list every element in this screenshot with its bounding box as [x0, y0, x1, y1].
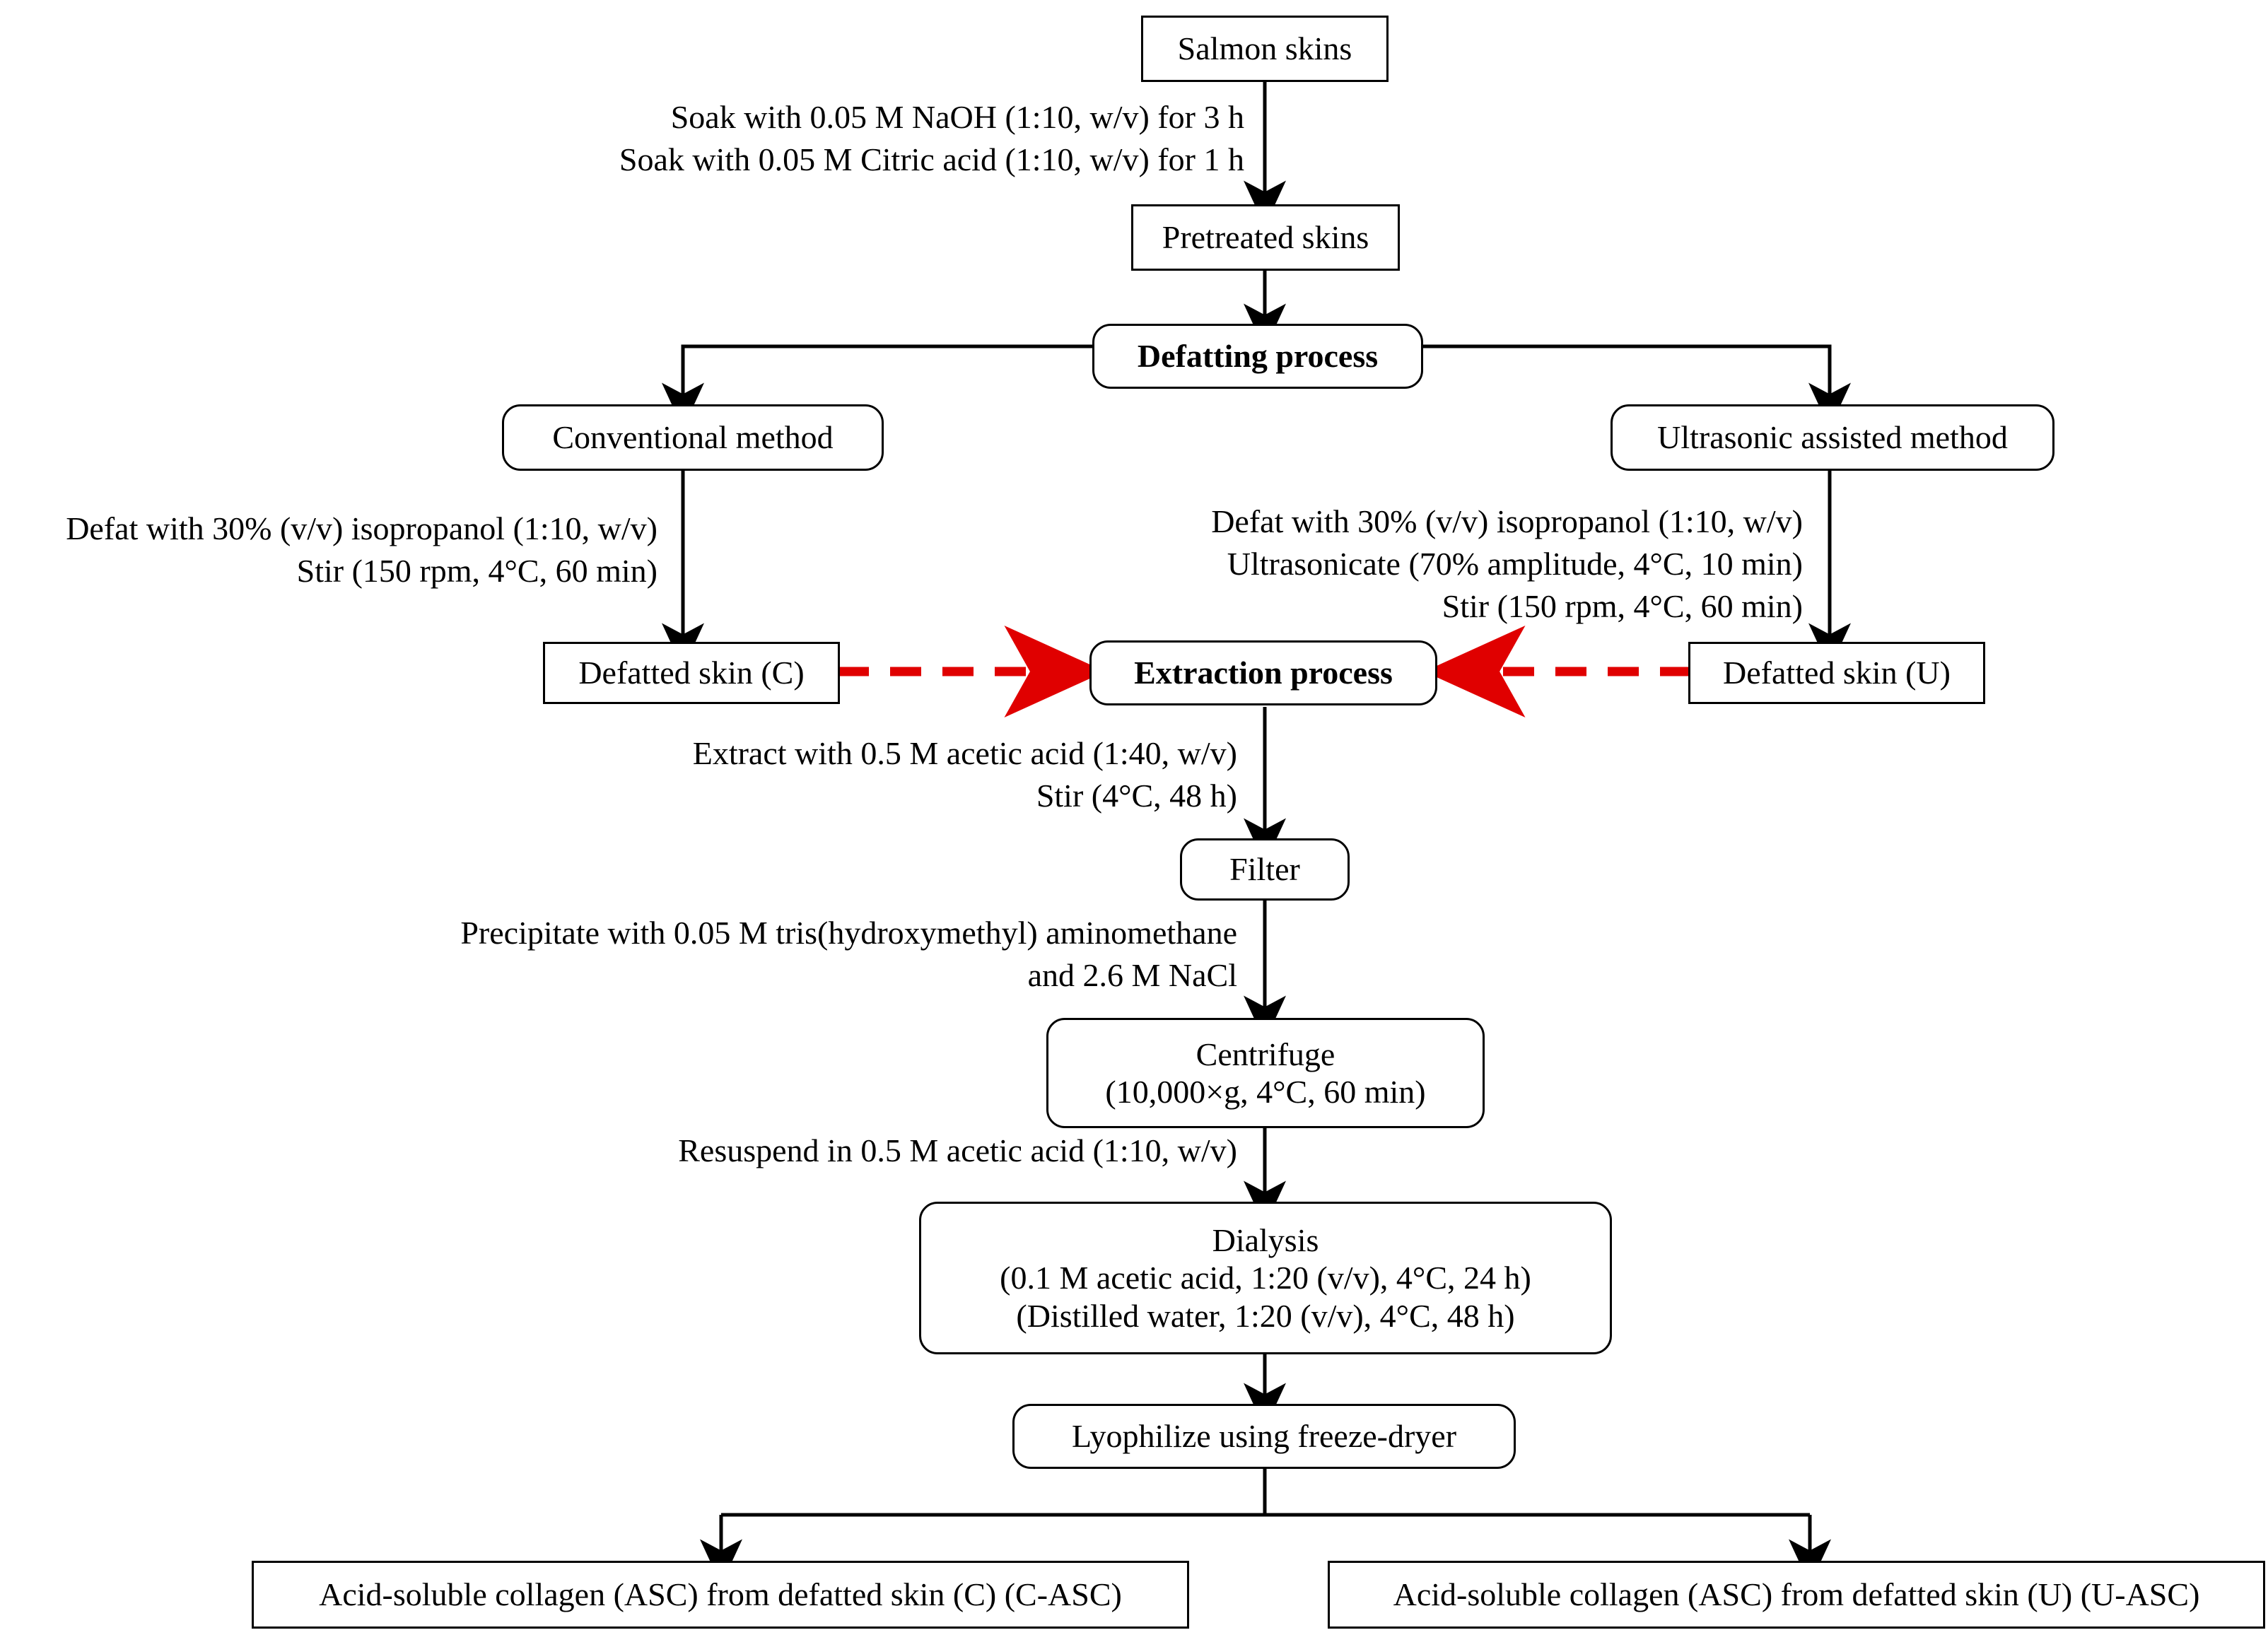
node-conventional-method[interactable]: Conventional method	[502, 404, 884, 471]
node-lyophilize-label: Lyophilize using freeze-dryer	[1071, 1418, 1457, 1455]
note-ultrasonic-defat-line3: Stir (150 rpm, 4°C, 60 min)	[1442, 587, 1803, 624]
node-dialysis[interactable]: Dialysis (0.1 M acetic acid, 1:20 (v/v),…	[919, 1202, 1612, 1354]
node-result-c-asc[interactable]: Acid-soluble collagen (ASC) from defatte…	[252, 1561, 1189, 1629]
note-conventional-defat-line2: Stir (150 rpm, 4°C, 60 min)	[296, 552, 657, 589]
node-extraction-process-label: Extraction process	[1134, 655, 1393, 691]
node-defatted-skin-c-label: Defatted skin (C)	[578, 655, 805, 691]
node-lyophilize[interactable]: Lyophilize using freeze-dryer	[1012, 1404, 1516, 1469]
note-resuspend: Resuspend in 0.5 M acetic acid (1:10, w/…	[396, 1130, 1237, 1172]
note-pretreatment: Soak with 0.05 M NaOH (1:10, w/v) for 3 …	[424, 96, 1244, 181]
node-ultrasonic-method-label: Ultrasonic assisted method	[1657, 419, 2008, 456]
note-extraction-line1: Extract with 0.5 M acetic acid (1:40, w/…	[692, 735, 1237, 771]
note-precipitate-line1: Precipitate with 0.05 M tris(hydroxymeth…	[460, 915, 1237, 951]
node-pretreated-skins-label: Pretreated skins	[1162, 219, 1369, 256]
edge-defatting-left-branch	[681, 344, 1092, 355]
node-conventional-method-label: Conventional method	[552, 419, 834, 456]
node-dialysis-line3: (Distilled water, 1:20 (v/v), 4°C, 48 h)	[1016, 1297, 1515, 1334]
note-conventional-defat-line1: Defat with 30% (v/v) isopropanol (1:10, …	[66, 510, 657, 546]
node-filter-label: Filter	[1229, 851, 1300, 888]
node-centrifuge-line2: (10,000×g, 4°C, 60 min)	[1105, 1074, 1426, 1110]
note-pretreatment-line2: Soak with 0.05 M Citric acid (1:10, w/v)…	[619, 141, 1244, 177]
node-defatting-process-label: Defatting process	[1137, 338, 1379, 375]
node-salmon-skins-label: Salmon skins	[1177, 30, 1352, 67]
node-ultrasonic-method[interactable]: Ultrasonic assisted method	[1611, 404, 2054, 471]
note-precipitate: Precipitate with 0.05 M tris(hydroxymeth…	[304, 912, 1237, 997]
node-filter[interactable]: Filter	[1180, 838, 1350, 901]
note-conventional-defat: Defat with 30% (v/v) isopropanol (1:10, …	[0, 508, 657, 592]
node-dialysis-line1: Dialysis	[1212, 1221, 1319, 1258]
note-ultrasonic-defat: Defat with 30% (v/v) isopropanol (1:10, …	[1046, 500, 1803, 627]
node-result-c-asc-label: Acid-soluble collagen (ASC) from defatte…	[319, 1576, 1122, 1613]
note-pretreatment-line1: Soak with 0.05 M NaOH (1:10, w/v) for 3 …	[670, 99, 1244, 135]
node-defatted-skin-u-label: Defatted skin (U)	[1723, 655, 1951, 691]
node-result-u-asc-label: Acid-soluble collagen (ASC) from defatte…	[1393, 1576, 2200, 1613]
node-centrifuge-line1: Centrifuge	[1196, 1036, 1335, 1072]
node-pretreated-skins[interactable]: Pretreated skins	[1131, 204, 1400, 271]
node-defatted-skin-c[interactable]: Defatted skin (C)	[543, 642, 840, 704]
node-extraction-process[interactable]: Extraction process	[1089, 640, 1437, 705]
note-resuspend-line1: Resuspend in 0.5 M acetic acid (1:10, w/…	[678, 1132, 1237, 1168]
note-extraction-line2: Stir (4°C, 48 h)	[1036, 777, 1237, 814]
node-centrifuge[interactable]: Centrifuge (10,000×g, 4°C, 60 min)	[1046, 1018, 1485, 1128]
node-dialysis-line2: (0.1 M acetic acid, 1:20 (v/v), 4°C, 24 …	[1000, 1260, 1531, 1296]
node-defatted-skin-u[interactable]: Defatted skin (U)	[1688, 642, 1985, 704]
note-ultrasonic-defat-line2: Ultrasonicate (70% amplitude, 4°C, 10 mi…	[1227, 545, 1803, 582]
node-defatting-process[interactable]: Defatting process	[1092, 324, 1423, 389]
note-extraction: Extract with 0.5 M acetic acid (1:40, w/…	[467, 732, 1237, 817]
note-ultrasonic-defat-line1: Defat with 30% (v/v) isopropanol (1:10, …	[1211, 503, 1803, 539]
note-precipitate-line2: and 2.6 M NaCl	[1027, 956, 1237, 993]
edge-defatting-right-branch	[1422, 344, 1832, 355]
node-result-u-asc[interactable]: Acid-soluble collagen (ASC) from defatte…	[1328, 1561, 2265, 1629]
node-salmon-skins[interactable]: Salmon skins	[1141, 16, 1389, 82]
